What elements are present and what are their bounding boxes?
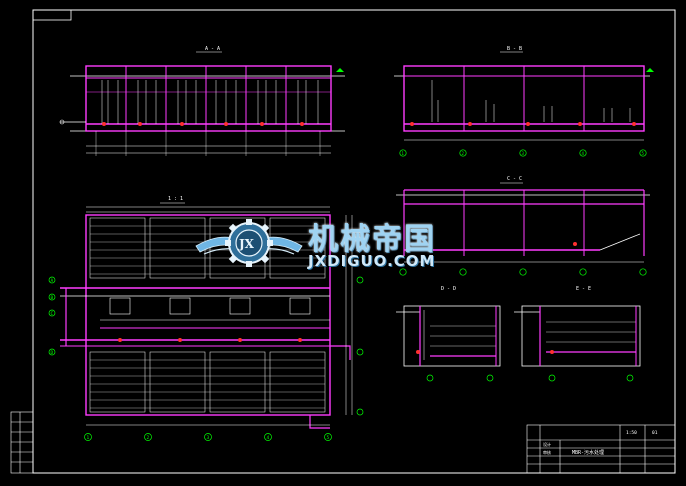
sec-axis-1: 1 xyxy=(402,151,405,156)
section-axis-labels: 1 2 3 4 5 xyxy=(402,151,645,156)
title-block-line2: 审核 xyxy=(543,449,551,455)
sheet-frame xyxy=(32,9,676,474)
top-left-tag xyxy=(32,9,72,21)
plan-view-title: 1 : 1 xyxy=(168,196,183,202)
section-b-b-title: B - B xyxy=(507,46,522,52)
sec-axis-5: 5 xyxy=(642,151,645,156)
watermark-brand-en: JXDIGUO.COM xyxy=(308,252,436,270)
sec-axis-3: 3 xyxy=(522,151,525,156)
sec-axis-2: 2 xyxy=(462,151,465,156)
emblem-letters: JX xyxy=(238,237,255,251)
watermark-brand-cn: 机械帝国 xyxy=(308,222,436,257)
section-b-b: B - B xyxy=(394,46,654,157)
plan-axis-2: 2 xyxy=(147,435,150,441)
section-b-b-axes xyxy=(399,149,647,157)
plan-axis-row: 1 2 3 4 5 xyxy=(84,433,332,441)
row-axis-c: C xyxy=(51,311,54,317)
section-c-c-title: C - C xyxy=(507,176,522,182)
section-e-e: E - E xyxy=(514,286,641,382)
title-block-name: MBR-污水处理 xyxy=(572,449,604,456)
section-e-e-title: E - E xyxy=(576,286,591,292)
title-block xyxy=(526,424,676,474)
row-axis-a: A xyxy=(51,278,54,284)
title-block-line1: 设计 xyxy=(543,441,551,447)
plan-axis-5: 5 xyxy=(327,435,330,441)
section-c-c: C - C xyxy=(396,176,650,276)
plan-row-labels: A B C D xyxy=(51,278,54,356)
plan-axis-4: 4 xyxy=(267,435,270,441)
section-a-a-title: A - A xyxy=(205,46,220,52)
plan-axis-3: 3 xyxy=(207,435,210,441)
title-block-scale: 1:50 xyxy=(626,430,637,436)
plan-view: 1 : 1 xyxy=(48,196,364,429)
sec-axis-4: 4 xyxy=(582,151,585,156)
section-d-d-title: D - D xyxy=(441,286,456,292)
watermark: JX 机械帝国 JXDIGUO.COM xyxy=(190,212,490,274)
title-block-sheet: 01 xyxy=(652,430,658,436)
section-d-d: D - D xyxy=(396,286,501,382)
gear-emblem-icon: JX xyxy=(195,219,303,267)
revision-strip xyxy=(10,411,34,474)
row-axis-d: D xyxy=(51,350,54,356)
section-a-a: A - A xyxy=(59,46,345,156)
plan-axis-1: 1 xyxy=(87,435,90,441)
row-axis-b: B xyxy=(51,295,54,301)
